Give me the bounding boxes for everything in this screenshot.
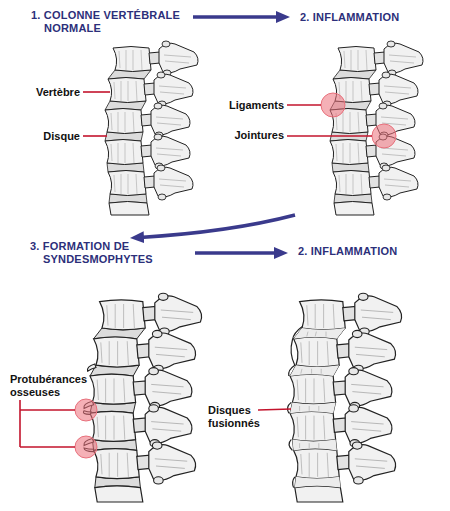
stage-heading-group: 2. INFLAMMATION xyxy=(300,11,435,24)
stage-heading-group: 1. COLONNE VERTÉBRALE NORMALE xyxy=(31,9,196,35)
leader-line xyxy=(287,104,321,106)
normal-spine xyxy=(105,41,198,215)
stage-heading-group: 2. INFLAMMATION xyxy=(298,245,433,258)
stage-panel: 1. COLONNE VERTÉBRALE NORMALE xyxy=(15,5,193,215)
stage-heading: 1. COLONNE VERTÉBRALE NORMALE xyxy=(31,9,196,35)
inflammation-highlight xyxy=(321,93,345,117)
part-label: Vertèbre xyxy=(20,86,80,99)
leader-lines xyxy=(20,92,372,447)
syndesmophyte-spine xyxy=(83,293,201,502)
part-label: Disque xyxy=(20,130,80,143)
stage-heading: 2. INFLAMMATION xyxy=(300,11,435,24)
flow-arrow xyxy=(140,215,295,237)
spur-highlight xyxy=(75,436,97,458)
leader-line xyxy=(83,135,107,137)
part-label: Jointures xyxy=(214,129,284,142)
spine xyxy=(105,41,198,215)
spine xyxy=(330,41,423,215)
stage-heading: 3. FORMATION DE SYNDESMOPHYTES xyxy=(30,240,180,266)
spine xyxy=(90,293,202,502)
leader-line xyxy=(83,91,110,93)
leader-bracket xyxy=(20,400,75,447)
fused-discs xyxy=(287,327,345,488)
part-label: Protubérances osseuses xyxy=(10,373,96,399)
stage-panel: 3. FORMATION DE SYNDESMOPHYTES xyxy=(10,236,195,506)
inflammation-highlight xyxy=(372,124,396,148)
stage-heading-group: 3. FORMATION DE SYNDESMOPHYTES xyxy=(30,240,180,266)
spine xyxy=(290,293,402,502)
leader-line xyxy=(258,409,291,410)
stage-heading: 2. INFLAMMATION xyxy=(298,245,433,258)
part-label: Ligaments xyxy=(214,99,284,112)
flow-arrow xyxy=(193,15,280,19)
spur-highlight xyxy=(75,399,97,421)
inflamed-spine xyxy=(330,41,423,215)
part-label: Disques fusionnés xyxy=(208,404,270,430)
stage-panel: 2. INFLAMMATION xyxy=(288,236,443,506)
fused-spine xyxy=(287,293,401,502)
leader-line xyxy=(287,135,372,137)
flow-arrow xyxy=(195,251,278,255)
stage-panel: 2. INFLAMMATION xyxy=(290,5,440,215)
